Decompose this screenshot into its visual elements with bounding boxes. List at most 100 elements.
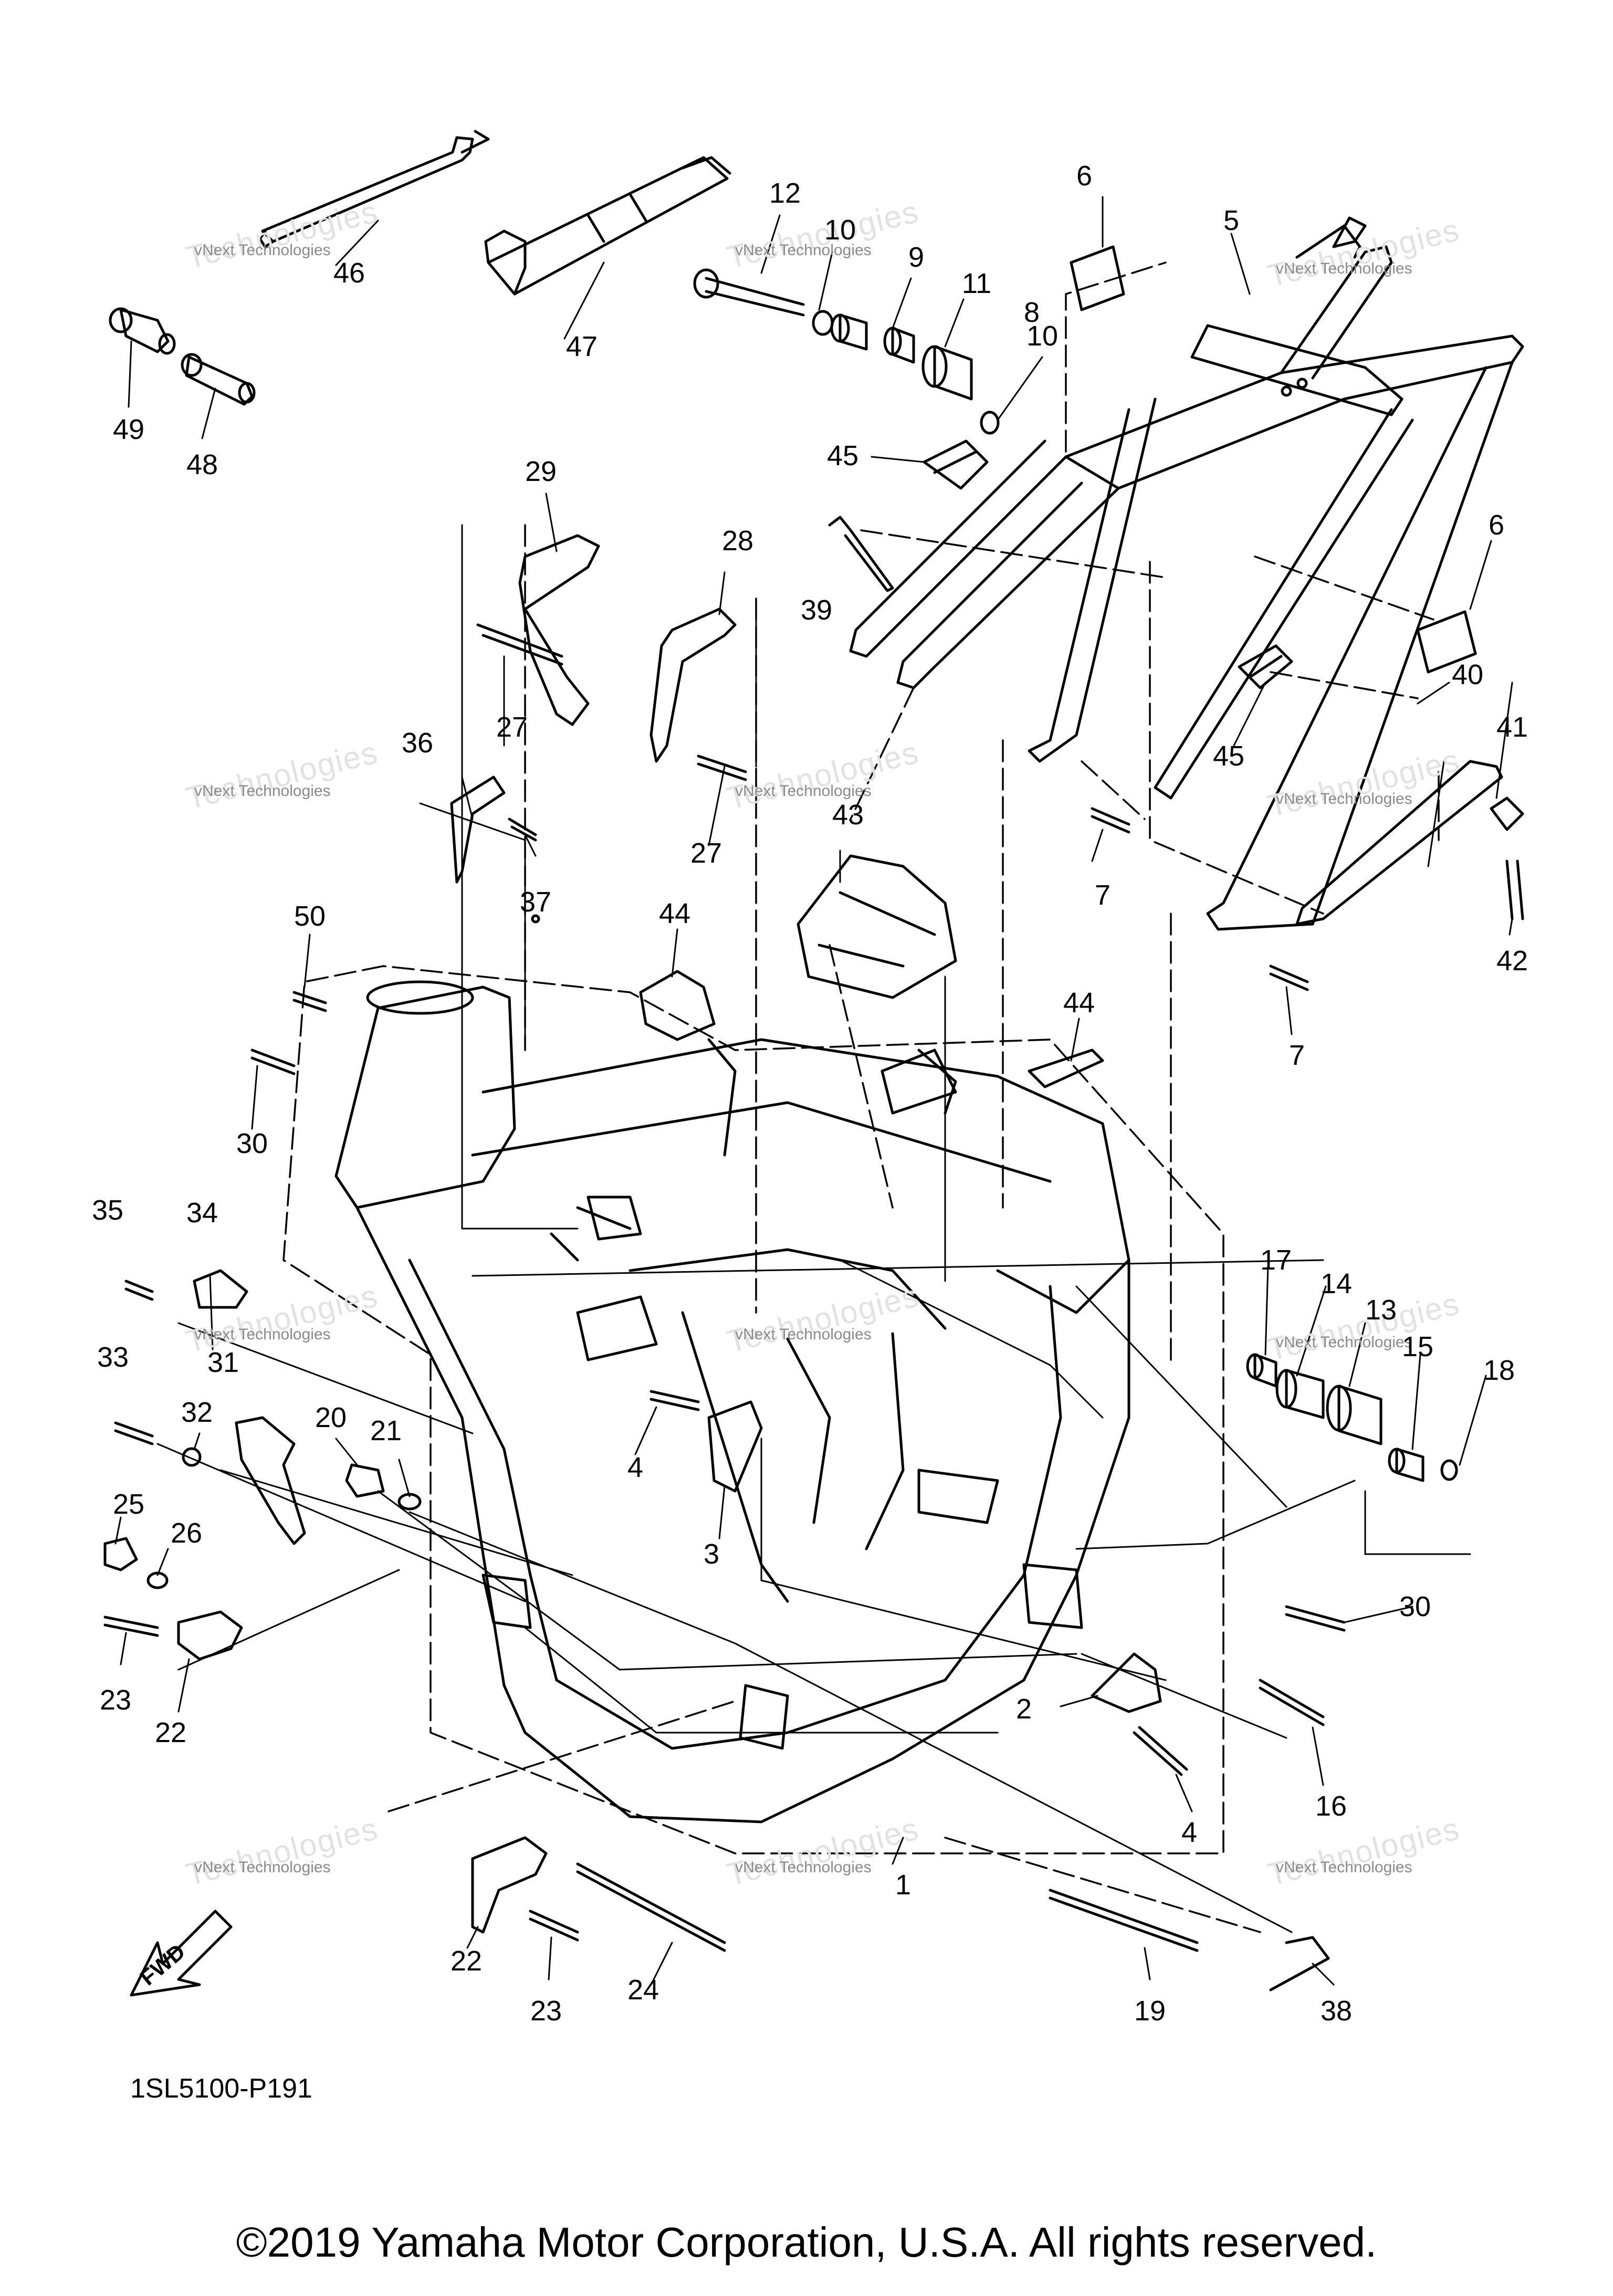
bracket-3 <box>707 1400 763 1493</box>
callout-23: 23 <box>530 1995 562 2027</box>
bracket-36 <box>450 775 506 884</box>
callout-40: 40 <box>1451 659 1484 690</box>
bolt-23b <box>529 1910 579 1942</box>
cover-43 <box>797 854 957 999</box>
callout-4: 4 <box>627 1452 644 1483</box>
callout-5: 5 <box>1223 205 1240 236</box>
bolt-4a <box>650 1390 700 1411</box>
callout-15: 15 <box>1401 1331 1434 1362</box>
bracket-28 <box>650 607 737 763</box>
bracket-34 <box>193 1269 248 1309</box>
diagram-code: 1SL5100-P191 <box>130 2073 312 2104</box>
main-frame-1 <box>334 914 1130 1823</box>
copyright-notice: ©2019 Yamaha Motor Corporation, U.S.A. A… <box>236 2219 1377 2266</box>
nut-32 <box>182 1447 202 1467</box>
callout-27: 27 <box>496 711 528 743</box>
callout-21: 21 <box>370 1415 402 1446</box>
callout-8: 8 <box>1023 297 1040 328</box>
callout-41: 41 <box>1496 711 1528 743</box>
callout-50: 50 <box>294 900 326 932</box>
bolt-27b <box>697 754 747 781</box>
bolt-30a <box>250 1049 296 1075</box>
bolt-7b <box>1269 964 1309 991</box>
callout-24: 24 <box>627 1974 659 2006</box>
callout-1: 1 <box>895 1869 912 1901</box>
callout-39: 39 <box>800 594 833 626</box>
callout-10: 10 <box>824 214 856 246</box>
callout-44: 44 <box>1063 987 1095 1019</box>
guide-44a <box>639 970 716 1041</box>
bolt-7a <box>1091 807 1130 834</box>
callout-22: 22 <box>450 1945 483 1977</box>
bolt-50 <box>292 991 327 1012</box>
callout-16: 16 <box>1315 1790 1347 1822</box>
callout-22: 22 <box>154 1717 187 1748</box>
callout-2: 2 <box>1015 1693 1032 1725</box>
callout-31: 31 <box>207 1347 239 1378</box>
nut-25 <box>103 1537 138 1571</box>
callout-25: 25 <box>112 1488 145 1520</box>
subframe-5 <box>849 216 1524 931</box>
bolt-23a <box>103 1616 159 1637</box>
callout-47: 47 <box>565 331 598 362</box>
collar-41 <box>1490 796 1524 831</box>
bushing-stack <box>693 268 1000 435</box>
callout-17: 17 <box>1260 1244 1292 1276</box>
callout-48: 48 <box>186 449 218 480</box>
tool-46 <box>258 130 490 248</box>
fwd-arrow <box>130 1910 233 1997</box>
callout-12: 12 <box>769 177 801 209</box>
callout-6: 6 <box>1488 509 1505 541</box>
callout-33: 33 <box>97 1341 129 1373</box>
callout-49: 49 <box>112 414 145 445</box>
tool-47 <box>484 156 731 296</box>
callout-13: 13 <box>1365 1294 1397 1326</box>
bolt-30b <box>1285 1605 1346 1632</box>
callout-6: 6 <box>1076 160 1093 192</box>
callout-36: 36 <box>401 727 434 759</box>
bolt-42 <box>1505 859 1524 920</box>
bolt-24 <box>576 1862 726 1952</box>
label-6b <box>1416 610 1477 674</box>
callout-43: 43 <box>832 799 864 831</box>
callout-46: 46 <box>333 257 365 289</box>
callout-45: 45 <box>1212 740 1245 772</box>
callout-14: 14 <box>1320 1268 1353 1299</box>
bracket-29 <box>518 534 600 726</box>
callout-28: 28 <box>721 525 754 557</box>
callout-30: 30 <box>1399 1591 1431 1622</box>
bracket-22b <box>471 1836 548 1934</box>
callout-23: 23 <box>99 1684 132 1716</box>
callout-11: 11 <box>961 268 992 299</box>
bolt-19 <box>1049 1889 1199 1952</box>
stay-40 <box>1295 760 1503 926</box>
callout-34: 34 <box>186 1197 218 1229</box>
clip-38 <box>1269 1936 1330 1991</box>
bolt-27a <box>476 623 563 666</box>
callout-30: 30 <box>236 1128 268 1159</box>
callout-10: 10 <box>1026 320 1059 352</box>
callout-7: 7 <box>1094 879 1111 911</box>
part-49 <box>109 307 176 355</box>
callout-20: 20 <box>315 1402 347 1433</box>
callout-18: 18 <box>1483 1355 1515 1386</box>
callout-32: 32 <box>181 1397 213 1428</box>
callout-42: 42 <box>1496 945 1528 977</box>
callout-44: 44 <box>658 898 691 929</box>
callout-7: 7 <box>1289 1040 1305 1071</box>
callout-ticks <box>114 196 1513 1986</box>
callout-35: 35 <box>91 1194 124 1226</box>
bolt-33 <box>114 1421 154 1445</box>
callout-9: 9 <box>908 242 925 273</box>
pivot-stack <box>1246 1353 1458 1482</box>
